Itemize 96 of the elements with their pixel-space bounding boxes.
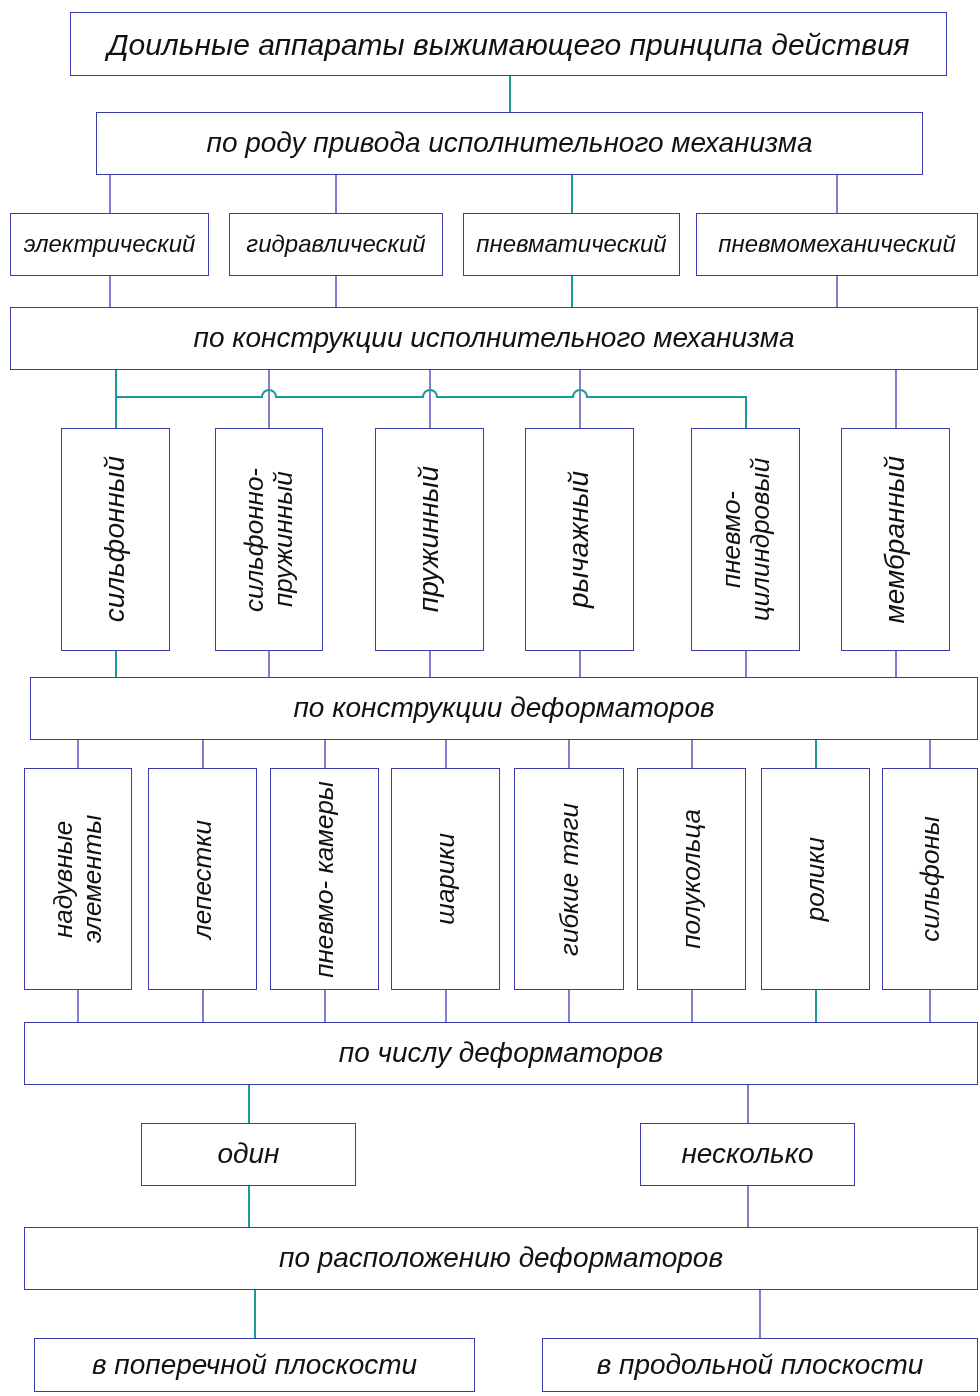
node-label: гибкие тяги	[554, 802, 584, 956]
option-box	[391, 768, 500, 990]
connector-line	[445, 989, 447, 1023]
node-label: по конструкции деформаторов	[293, 693, 715, 724]
node-label: надувные элементы	[49, 813, 107, 946]
option-box	[215, 428, 323, 651]
category-box	[34, 1338, 475, 1392]
option-box	[270, 768, 379, 990]
node-label: пневматический	[476, 231, 667, 258]
node-label: пружинный	[414, 466, 445, 613]
node-label: электрический	[23, 231, 196, 258]
node-label: полукольца	[677, 809, 706, 949]
connector-line	[929, 739, 931, 769]
node-label: пневмо- камеры	[310, 780, 339, 978]
connector-line	[571, 275, 573, 308]
category-box	[10, 213, 209, 276]
node-label: по конструкции исполнительного механизма	[193, 323, 795, 354]
connector-line	[109, 275, 111, 308]
connector-line	[445, 739, 447, 769]
connector-line	[815, 739, 817, 769]
node-label: по числу деформаторов	[338, 1038, 664, 1069]
connector-line	[324, 739, 326, 769]
node-label: пневмо- цилиндровый	[716, 456, 775, 624]
connector-line	[836, 275, 838, 308]
connector-line	[759, 1289, 761, 1339]
connector-line	[579, 650, 581, 678]
connector-line	[268, 369, 270, 429]
option-box	[882, 768, 978, 990]
connector-line	[836, 174, 838, 214]
connector-line	[248, 1084, 250, 1124]
option-box	[24, 768, 132, 990]
category-box	[229, 213, 443, 276]
node-label: в поперечной плоскости	[91, 1349, 418, 1381]
option-box	[375, 428, 484, 651]
connector-line	[691, 739, 693, 769]
category-box	[640, 1123, 855, 1186]
connector-line	[579, 369, 581, 429]
option-box	[148, 768, 257, 990]
connector-line	[77, 739, 79, 769]
node-label: лепестки	[188, 819, 217, 939]
node-label: по расположению деформаторов	[278, 1243, 724, 1274]
category-box	[696, 213, 978, 276]
option-box	[841, 428, 950, 651]
connector-line	[202, 739, 204, 769]
category-box	[24, 1022, 978, 1085]
connector-line	[109, 174, 111, 214]
option-box	[61, 428, 170, 651]
connector-line	[929, 989, 931, 1023]
connector-line	[571, 174, 573, 214]
connector-line	[568, 739, 570, 769]
connector-line	[202, 989, 204, 1023]
connector-line	[248, 1185, 250, 1228]
category-box	[70, 12, 947, 76]
option-box	[525, 428, 634, 651]
node-label: несколько	[681, 1139, 814, 1170]
node-label: в продольной плоскости	[596, 1349, 924, 1381]
category-box	[542, 1338, 978, 1392]
connector-line	[335, 275, 337, 308]
node-label: сильфонный	[100, 456, 131, 623]
connector-line	[429, 369, 431, 429]
category-box	[24, 1227, 978, 1290]
node-label: сильфонно- пружинный	[240, 466, 298, 614]
connector-line	[815, 989, 817, 1023]
connector-line	[429, 650, 431, 678]
option-box	[514, 768, 624, 990]
connector-line	[324, 989, 326, 1023]
connector-line	[335, 174, 337, 214]
option-box	[761, 768, 870, 990]
node-label: по роду привода исполнительного механизма	[206, 128, 813, 159]
connector-line	[268, 650, 270, 678]
connector-line	[509, 75, 511, 113]
node-label: сильфоны	[915, 816, 945, 942]
node-label: мембранный	[880, 455, 911, 624]
option-box	[637, 768, 746, 990]
connector-line	[115, 650, 117, 678]
connector-line	[691, 989, 693, 1023]
connector-line	[895, 369, 897, 429]
connector-line	[747, 1185, 749, 1228]
connector-line	[745, 650, 747, 678]
node-label: шарики	[431, 833, 460, 925]
node-label: пневмомеханический	[718, 231, 956, 258]
option-box	[691, 428, 800, 651]
node-label: ролики	[801, 836, 830, 922]
category-box	[30, 677, 978, 740]
category-box	[10, 307, 978, 370]
connector-line	[77, 989, 79, 1023]
node-label: один	[217, 1139, 280, 1170]
connector-line	[747, 1084, 749, 1124]
category-box	[141, 1123, 356, 1186]
node-label: гидравлический	[246, 231, 426, 258]
node-label: рычажный	[564, 470, 595, 609]
category-box	[96, 112, 923, 175]
category-box	[463, 213, 680, 276]
connector-line	[254, 1289, 256, 1339]
connector-line	[568, 989, 570, 1023]
connector-line	[895, 650, 897, 678]
